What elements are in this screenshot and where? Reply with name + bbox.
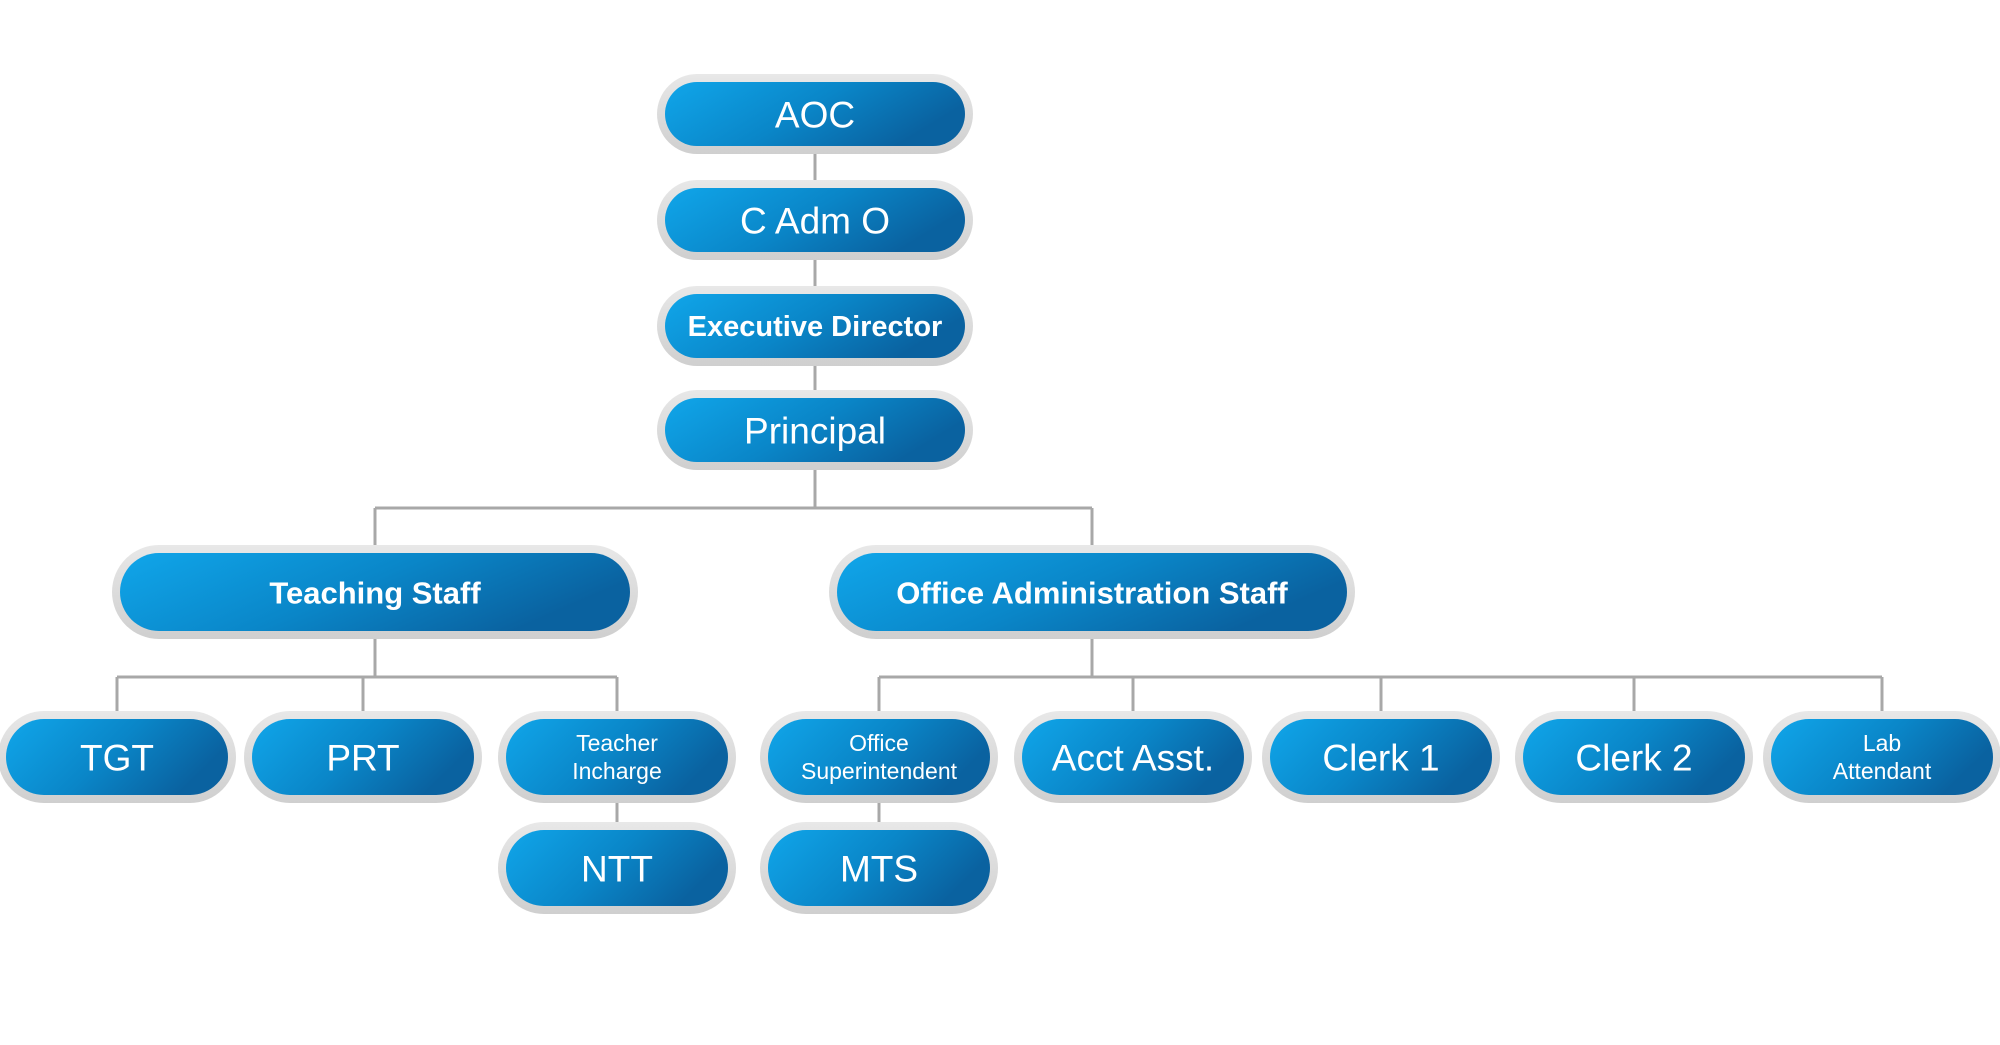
- org-nodes: AOC C Adm O Executive DirectorPrincipalTea…: [0, 74, 2000, 914]
- node-label: Clerk 1: [1322, 738, 1439, 779]
- node-pill: [768, 830, 990, 906]
- node-pill: [252, 719, 474, 795]
- node-teaching: Teaching Staff: [112, 545, 638, 639]
- node-pill: [665, 82, 965, 146]
- node-label-line: Attendant: [1833, 758, 1932, 784]
- node-pill: [665, 294, 965, 358]
- connector-lines: [115, 146, 1884, 830]
- node-pill: [120, 553, 630, 631]
- node-label: MTS: [840, 849, 918, 890]
- node-tgt: TGT: [0, 711, 236, 803]
- node-pill: [837, 553, 1347, 631]
- node-label-line: Lab: [1863, 730, 1901, 756]
- node-label: TGT: [80, 738, 154, 779]
- node-label: AOC: [775, 95, 855, 136]
- node-pill: [665, 188, 965, 252]
- node-pill: [6, 719, 228, 795]
- node-acct: Acct Asst.: [1014, 711, 1252, 803]
- node-label-line: Incharge: [572, 758, 662, 784]
- node-label-line: Office: [849, 730, 909, 756]
- node-label: Teaching Staff: [269, 576, 481, 611]
- node-office: Office Administration Staff: [829, 545, 1355, 639]
- node-clerk2: Clerk 2: [1515, 711, 1753, 803]
- node-label: Clerk 2: [1575, 738, 1692, 779]
- node-principal: Principal: [657, 390, 973, 470]
- node-clerk1: Clerk 1: [1262, 711, 1500, 803]
- node-pill: [1771, 719, 1993, 795]
- node-exec: Executive Director: [657, 286, 973, 366]
- node-pill: [1270, 719, 1492, 795]
- node-pill: [768, 719, 990, 795]
- node-label: PRT: [326, 738, 399, 779]
- node-label: NTT: [581, 849, 653, 890]
- node-ntt: NTT: [498, 822, 736, 914]
- node-label: Executive Director: [688, 311, 943, 343]
- node-label: Office Administration Staff: [896, 576, 1288, 611]
- node-label-line: Superintendent: [801, 758, 958, 784]
- node-cadmo: C Adm O: [657, 180, 973, 260]
- node-label: C Adm O: [740, 201, 890, 242]
- node-pill: [1523, 719, 1745, 795]
- node-label: Acct Asst.: [1052, 738, 1214, 779]
- node-pill: [506, 830, 728, 906]
- node-aoc: AOC: [657, 74, 973, 154]
- node-mts: MTS: [760, 822, 998, 914]
- node-label-line: Teacher: [576, 730, 658, 756]
- node-label: Principal: [744, 411, 886, 452]
- node-pill: [1022, 719, 1244, 795]
- node-pill: [665, 398, 965, 462]
- node-pill: [506, 719, 728, 795]
- node-prt: PRT: [244, 711, 482, 803]
